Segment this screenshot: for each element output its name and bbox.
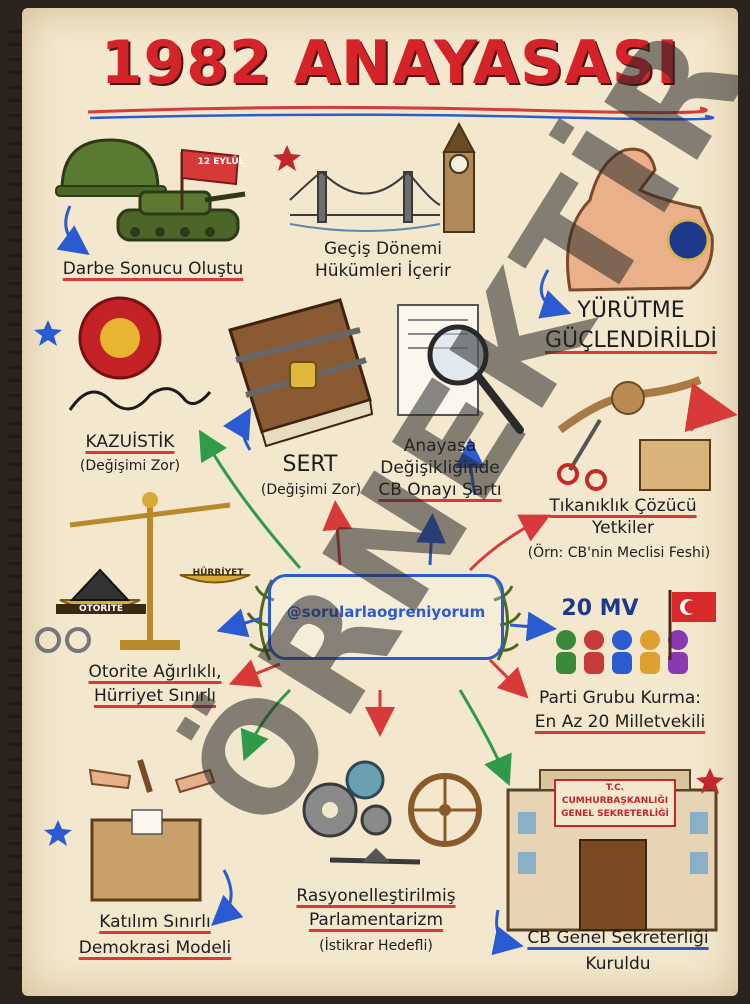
node-gecis-line1: Geçiş Dönemi bbox=[324, 239, 442, 259]
node-sert: SERT bbox=[282, 452, 338, 477]
node-anayasa-line2: Değişikliğinde bbox=[380, 458, 500, 478]
node-katilim-line2: Demokrasi Modeli bbox=[78, 938, 232, 958]
node-anayasa-line3: CB Onayı Şartı bbox=[378, 480, 502, 500]
node-rasyonel-sub: (İstikrar Hedefli) bbox=[319, 938, 433, 954]
node-kazuistik-sub: (Değişimi Zor) bbox=[79, 458, 181, 474]
bridge-icon bbox=[289, 170, 441, 232]
magnifier-icon bbox=[397, 304, 524, 434]
node-yurutme-line2: GÜÇLENDİRİLDİ bbox=[544, 328, 717, 353]
node-yurutme-line1: YÜRÜTME bbox=[577, 298, 685, 323]
helmet-icon bbox=[55, 138, 167, 197]
ballot-box-icon bbox=[90, 809, 244, 927]
node-rasyonel-line2: Parlamentarizm bbox=[308, 910, 444, 930]
building-sign-line2: CUMHURBAŞKANLIĞI bbox=[561, 796, 669, 806]
tank-icon bbox=[116, 190, 246, 242]
scale-right-label: HÜRRİYET bbox=[192, 568, 244, 578]
scale-left-label: OTORİTE bbox=[56, 604, 146, 614]
chained-book-icon bbox=[228, 298, 374, 448]
ballot-box-icon bbox=[639, 382, 738, 491]
handcuffs-icon bbox=[35, 627, 91, 653]
knot-scissors-icon bbox=[557, 376, 702, 491]
building-sign-line1: T.C. bbox=[605, 783, 625, 793]
node-anayasa-line1: Anayasa bbox=[403, 436, 477, 456]
node-parti-line1: Parti Grubu Kurma: bbox=[538, 688, 702, 708]
presidential-seal-icon bbox=[666, 218, 710, 262]
building-sign-line3: GENEL SEKRETERLİĞİ bbox=[561, 809, 669, 819]
gears-icon bbox=[302, 760, 421, 865]
node-cb-line1: CB Genel Sekreterliği bbox=[527, 928, 709, 948]
node-sert-sub: (Değişimi Zor) bbox=[260, 482, 362, 498]
presidential-seal-icon bbox=[78, 296, 162, 380]
turkish-flag-icon bbox=[668, 590, 716, 660]
node-tikaniklik-line1: Tıkanıklık Çözücü bbox=[549, 496, 697, 516]
mv-label: 20 MV bbox=[561, 596, 639, 621]
node-tikaniklik-sub: (Örn: CB'nin Meclisi Feshi) bbox=[527, 545, 711, 561]
node-otorite-line2: Hürriyet Sınırlı bbox=[94, 686, 216, 706]
node-cb-line2: Kuruldu bbox=[585, 954, 651, 974]
signature-icon bbox=[68, 387, 212, 411]
node-otorite-line1: Otorite Ağırlıklı, bbox=[88, 662, 222, 682]
clock-tower-icon bbox=[442, 121, 476, 233]
flag-icon bbox=[180, 148, 240, 210]
node-tikaniklik-line2: Yetkiler bbox=[592, 518, 654, 538]
node-katilim-line1: Katılım Sınırlı bbox=[99, 912, 211, 932]
center-handle: @sorularlaogreniyorum bbox=[286, 603, 486, 621]
node-gecis-line2: Hükümleri İçerir bbox=[314, 261, 452, 281]
flag-date-label: 12 EYLÜL bbox=[197, 157, 245, 167]
building-icon bbox=[491, 769, 718, 956]
hands-icon bbox=[88, 759, 216, 794]
node-rasyonel-line1: Rasyonelleştirilmiş bbox=[296, 886, 456, 906]
page-title: 1982 ANAYASASI bbox=[100, 28, 680, 98]
node-kazuistik: KAZUİSTİK bbox=[85, 432, 175, 452]
star-icon bbox=[34, 145, 724, 846]
center-handle-frame: @sorularlaogreniyorum bbox=[268, 574, 504, 660]
node-darbe: Darbe Sonucu Oluştu bbox=[62, 259, 244, 279]
wheel-icon bbox=[408, 773, 482, 847]
crowd-icon bbox=[556, 630, 688, 674]
node-parti-line2: En Az 20 Milletvekili bbox=[534, 712, 706, 732]
